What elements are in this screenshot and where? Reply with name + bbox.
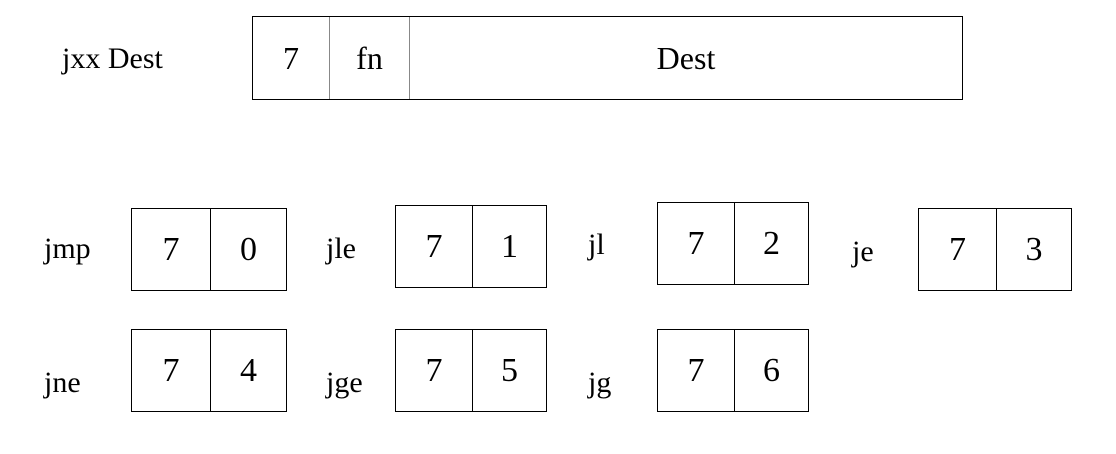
code-box-jmp: 7 0 xyxy=(131,208,287,291)
code-ifun-jne: 4 xyxy=(210,330,286,411)
code-label-jge: jge xyxy=(326,366,363,399)
code-ifun-jle: 1 xyxy=(472,206,546,287)
code-box-jl: 7 2 xyxy=(657,202,809,285)
code-ifun-jmp: 0 xyxy=(210,209,286,290)
code-ifun-je: 3 xyxy=(996,209,1071,290)
code-icode-jle: 7 xyxy=(425,227,443,265)
format-label: jxx Dest xyxy=(62,42,163,75)
code-box-jge: 7 5 xyxy=(395,329,547,412)
code-icode-jne: 7 xyxy=(162,351,180,389)
code-icode-je: 7 xyxy=(949,230,966,268)
code-box-jne: 7 4 xyxy=(131,329,287,412)
code-label-jg: jg xyxy=(588,366,612,399)
code-box-jg: 7 6 xyxy=(657,329,809,412)
format-encoding-box: 7 fn Dest xyxy=(252,16,963,100)
code-label-jle: jle xyxy=(326,232,356,265)
code-label-jne: jne xyxy=(44,366,81,399)
code-icode-jg: 7 xyxy=(687,351,705,389)
code-icode-jl: 7 xyxy=(687,224,705,262)
code-box-jle: 7 1 xyxy=(395,205,547,288)
code-label-je: je xyxy=(852,235,874,268)
code-box-je: 7 3 xyxy=(918,208,1072,291)
code-label-jl: jl xyxy=(588,228,605,261)
code-ifun-jg: 6 xyxy=(734,330,808,411)
code-ifun-jl: 2 xyxy=(734,203,808,284)
code-label-jmp: jmp xyxy=(44,232,91,265)
format-dest-field: Dest xyxy=(409,17,962,99)
format-icode-field: 7 xyxy=(283,39,299,76)
code-icode-jge: 7 xyxy=(425,351,443,389)
format-ifun-field: fn xyxy=(329,17,409,99)
code-ifun-jge: 5 xyxy=(472,330,546,411)
code-icode-jmp: 7 xyxy=(162,230,180,268)
